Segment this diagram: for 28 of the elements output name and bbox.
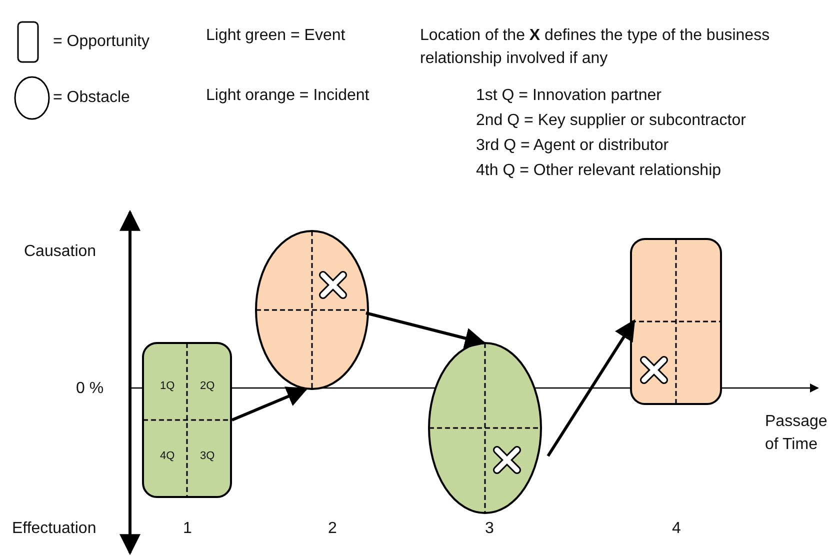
legend-note: 2nd Q = Key supplier or subcontractor (476, 111, 746, 131)
step-number: 2 (328, 519, 337, 539)
arrow (231, 386, 308, 422)
legend-note: 1st Q = Innovation partner (476, 86, 662, 106)
quadrant-label: 4Q (160, 450, 175, 462)
axis-label: Effectuation (12, 519, 96, 539)
opportunity-box (142, 342, 232, 498)
quadrant-label: 3Q (200, 450, 215, 462)
axis-label: 0 % (76, 379, 104, 399)
step-number: 1 (183, 519, 192, 539)
legend-note: Light green = Event (206, 26, 346, 46)
legend-note: 3rd Q = Agent or distributor (476, 136, 669, 156)
legend-text: = Obstacle (53, 88, 130, 108)
step-number: 3 (485, 519, 494, 539)
note-text: Location of the X defines the type of the business relationship involved if any (420, 26, 771, 69)
quadrant-label: 1Q (160, 380, 175, 392)
obstacle-ellipse (255, 230, 369, 390)
quadrant-label: 2Q (200, 380, 215, 392)
legend-note: 4th Q = Other relevant relationship (476, 161, 722, 181)
arrow (366, 312, 486, 349)
obstacle-ellipse (428, 342, 542, 514)
step-number: 4 (672, 519, 681, 539)
arrow (546, 319, 636, 457)
axis-label: Passage of Time (765, 412, 828, 455)
legend-text: = Opportunity (53, 32, 150, 52)
legend-note: Light orange = Incident (206, 86, 370, 106)
opportunity-box (630, 238, 722, 405)
axis-label: Causation (24, 242, 96, 262)
